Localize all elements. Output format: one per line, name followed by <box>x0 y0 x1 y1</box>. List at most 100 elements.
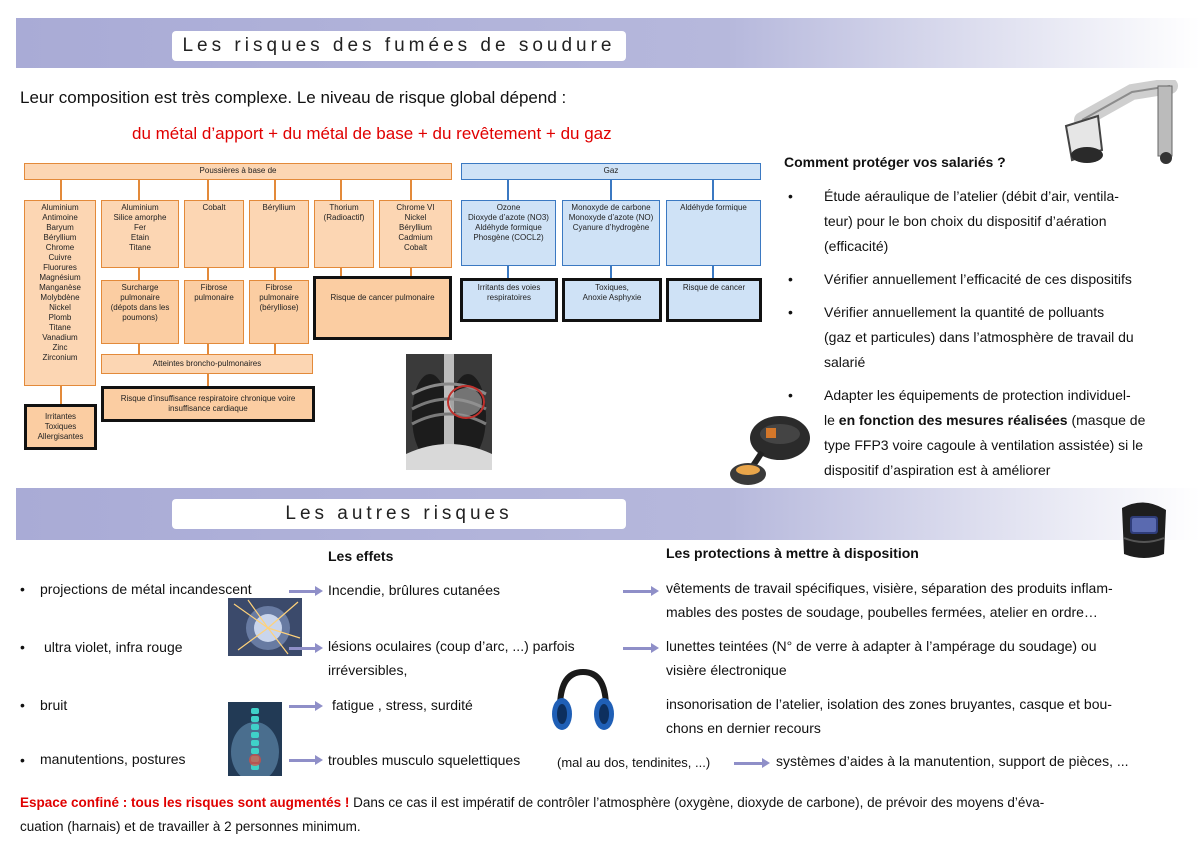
effect-tms-detail: (mal au dos, tendinites, ...) <box>557 755 711 770</box>
connector <box>507 266 509 278</box>
emphasis-text: en fonction des mesures réalisées <box>838 412 1068 428</box>
protection-item-2-line-1: Vérifier annuellement l’efficacité de ce… <box>824 271 1132 287</box>
bullet: • <box>788 188 793 204</box>
effect-incendie: Incendie, brûlures cutanées <box>328 582 500 598</box>
protection-item-3-line-1: Vérifier annuellement la quantité de pol… <box>824 304 1105 320</box>
bullet: • <box>20 639 25 655</box>
connector <box>207 374 209 386</box>
connector <box>610 180 612 200</box>
connector <box>410 180 412 200</box>
protection-row-2-line-2: visière électronique <box>666 662 787 678</box>
dust-col-2: Aluminium Silice amorphe Fer Etain Titan… <box>101 200 179 268</box>
fume-extractor-icon <box>1062 80 1180 180</box>
spine-image <box>228 702 282 776</box>
effect-lesions: lésions oculaires (coup d’arc, ...) parf… <box>328 638 575 654</box>
connector <box>507 180 509 200</box>
protection-row-3-line-2: chons en dernier recours <box>666 720 821 736</box>
effect-berylliose: Fibrose pulmonaire (bérylliose) <box>249 280 309 344</box>
connector <box>274 344 276 354</box>
protection-item-4-line-2: le en fonction des mesures réalisées (ma… <box>824 408 1184 433</box>
confined-space-warning: Espace confiné : tous les risques sont a… <box>20 795 350 810</box>
connector <box>60 386 62 406</box>
connector <box>712 180 714 200</box>
arrow-icon <box>289 755 323 765</box>
protection-item-3-line-2: (gaz et particules) dans l’atmosphère de… <box>824 329 1134 345</box>
risk-manutentions: manutentions, postures <box>40 751 186 767</box>
dust-col-1: Aluminium Antimoine Baryum Béryllium Chr… <box>24 200 96 386</box>
connector <box>712 266 714 278</box>
protection-item-4-line-3: type FFP3 voire cagoule à ventilation as… <box>824 437 1144 453</box>
arrow-icon <box>734 758 770 768</box>
welding-helmet-icon <box>1116 500 1172 560</box>
effect-insuffisance: Risque d’insuffisance respiratoire chron… <box>101 386 315 422</box>
protection-row-2-line-1: lunettes teintées (N° de verre à adapter… <box>666 638 1097 654</box>
connector <box>207 268 209 280</box>
gas-effect-toxiques: Toxiques, Anoxie Asphyxie <box>562 278 662 322</box>
footer-text-line-2: cuation (harnais) et de travailler à 2 p… <box>20 819 361 834</box>
connector <box>410 268 412 276</box>
effect-surcharge: Surcharge pulmonaire (dépots dans les po… <box>101 280 179 344</box>
dust-header: Poussières à base de <box>24 163 452 180</box>
gas-header: Gaz <box>461 163 761 180</box>
connector <box>60 180 62 200</box>
arrow-icon <box>623 643 659 653</box>
footer-note: Espace confiné : tous les risques sont a… <box>20 791 1190 839</box>
protections-header: Les protections à mettre à disposition <box>666 545 919 561</box>
connector <box>207 344 209 354</box>
bullet: • <box>788 271 793 287</box>
connector <box>138 268 140 280</box>
arrow-icon <box>289 643 323 653</box>
connector <box>340 180 342 200</box>
protection-item-1-line-2: teur) pour le bon choix du dispositif d’… <box>824 213 1107 229</box>
gas-col-2: Monoxyde de carbone Monoxyde d’azote (NO… <box>562 200 660 266</box>
intro-text: Leur composition est très complexe. Le n… <box>20 88 567 107</box>
risk-uv-ir: ultra violet, infra rouge <box>44 639 183 655</box>
bullet: • <box>20 581 25 597</box>
risk-formula: du métal d’apport + du métal de base + d… <box>132 124 612 143</box>
section1-title: Les risques des fumées de soudure <box>172 31 626 61</box>
welding-sparks-image <box>228 598 302 656</box>
protection-item-4-line-4: dispositif d’aspiration est à améliorer <box>824 462 1051 478</box>
effect-broncho: Atteintes broncho-pulmonaires <box>101 354 313 374</box>
protection-item-3-line-3: salarié <box>824 354 866 370</box>
ear-muffs-icon <box>550 668 616 738</box>
dust-col-6: Chrome VI Nickel Béryllium Cadmium Cobal… <box>379 200 452 268</box>
protection-row-3-line-1: insonorisation de l’atelier, isolation d… <box>666 696 1112 712</box>
protection-item-1-line-3: (efficacité) <box>824 238 889 254</box>
risk-projections: projections de métal incandescent <box>40 581 252 597</box>
connector <box>274 180 276 200</box>
gas-effect-cancer: Risque de cancer <box>666 278 762 322</box>
protection-heading: Comment protéger vos salariés ? <box>784 154 1006 170</box>
connector <box>138 180 140 200</box>
risk-bruit: bruit <box>40 697 68 713</box>
connector <box>610 266 612 278</box>
footer-text: Dans ce cas il est impératif de contrôle… <box>349 795 1045 810</box>
effect-cancer-pulmonaire: Risque de cancer pulmonaire <box>313 276 452 340</box>
arrow-icon <box>289 701 323 711</box>
protection-row-1-line-2: mables des postes de soudage, poubelles … <box>666 604 1098 620</box>
arrow-icon <box>623 586 659 596</box>
dust-col-5: Thorium (Radioactif) <box>314 200 374 268</box>
bullet: • <box>788 304 793 320</box>
bullet: • <box>20 697 25 713</box>
protection-item-4-line-1: Adapter les équipements de protection in… <box>824 387 1131 403</box>
effect-fatigue: fatigue , stress, surdité <box>332 697 473 713</box>
bullet: • <box>788 387 793 403</box>
protection-item-1-line-1: Étude aéraulique de l’atelier (débit d’a… <box>824 188 1119 204</box>
respirator-mask-icon <box>726 412 818 488</box>
protection-row-1-line-1: vêtements de travail spécifiques, visièr… <box>666 580 1113 596</box>
gas-col-3: Aldéhyde formique <box>666 200 761 266</box>
connector <box>207 180 209 200</box>
effect-irritantes: Irritantes Toxiques Allergisantes <box>24 404 97 450</box>
connector <box>274 268 276 280</box>
chest-xray-image <box>406 354 492 470</box>
bullet: • <box>20 752 25 768</box>
text: (masque de <box>1067 412 1146 428</box>
effects-header: Les effets <box>328 548 394 564</box>
section2-title: Les autres risques <box>172 499 626 529</box>
gas-effect-irritants: Irritants des voies respiratoires <box>460 278 558 322</box>
effect-tms: troubles musculo squelettiques <box>328 752 521 768</box>
text: le <box>824 412 839 428</box>
connector <box>340 268 342 276</box>
dust-col-3: Cobalt <box>184 200 244 268</box>
